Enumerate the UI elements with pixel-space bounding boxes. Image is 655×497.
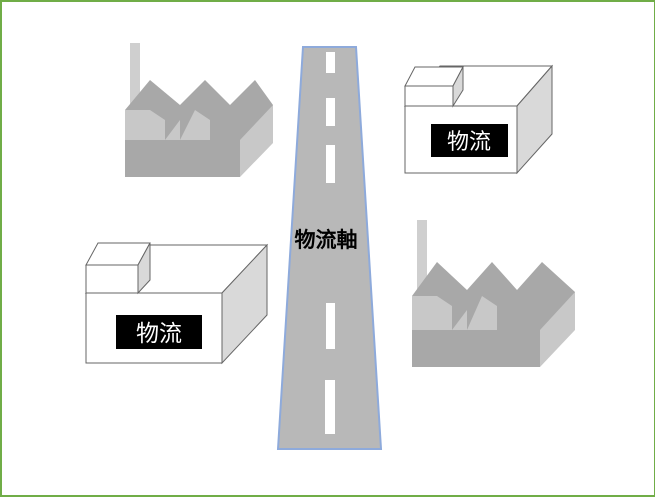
factory-side — [240, 105, 273, 177]
road-label: 物流軸 — [295, 228, 358, 252]
warehouse-icon: 物流 — [403, 64, 554, 175]
road-surface — [276, 46, 383, 450]
factory-chimney — [417, 220, 427, 300]
factory-icon — [125, 43, 273, 177]
lane-dash — [326, 303, 335, 349]
lane-markings — [325, 52, 335, 434]
warehouse-label-background — [116, 315, 202, 349]
factory-side — [540, 292, 575, 367]
road-icon — [276, 46, 383, 450]
lane-dash — [325, 380, 335, 434]
lane-dash — [326, 145, 335, 183]
factory-roof — [412, 262, 575, 330]
warehouse-label: 物流 — [447, 130, 491, 155]
factory-icon — [412, 220, 575, 367]
warehouse-annex-front — [85, 264, 139, 294]
factory-front — [125, 140, 240, 177]
lane-dash — [326, 98, 335, 126]
warehouse-icon: 物流 — [84, 242, 269, 365]
lane-dash — [326, 52, 335, 73]
factory-roof-gables — [125, 110, 210, 140]
factory-front — [412, 330, 540, 367]
factory-chimney — [130, 43, 140, 115]
warehouse-label-background — [431, 124, 508, 157]
factory-roof-gables — [412, 296, 497, 330]
warehouse-label: 物流 — [136, 321, 182, 347]
warehouse-annex-front — [404, 85, 454, 107]
